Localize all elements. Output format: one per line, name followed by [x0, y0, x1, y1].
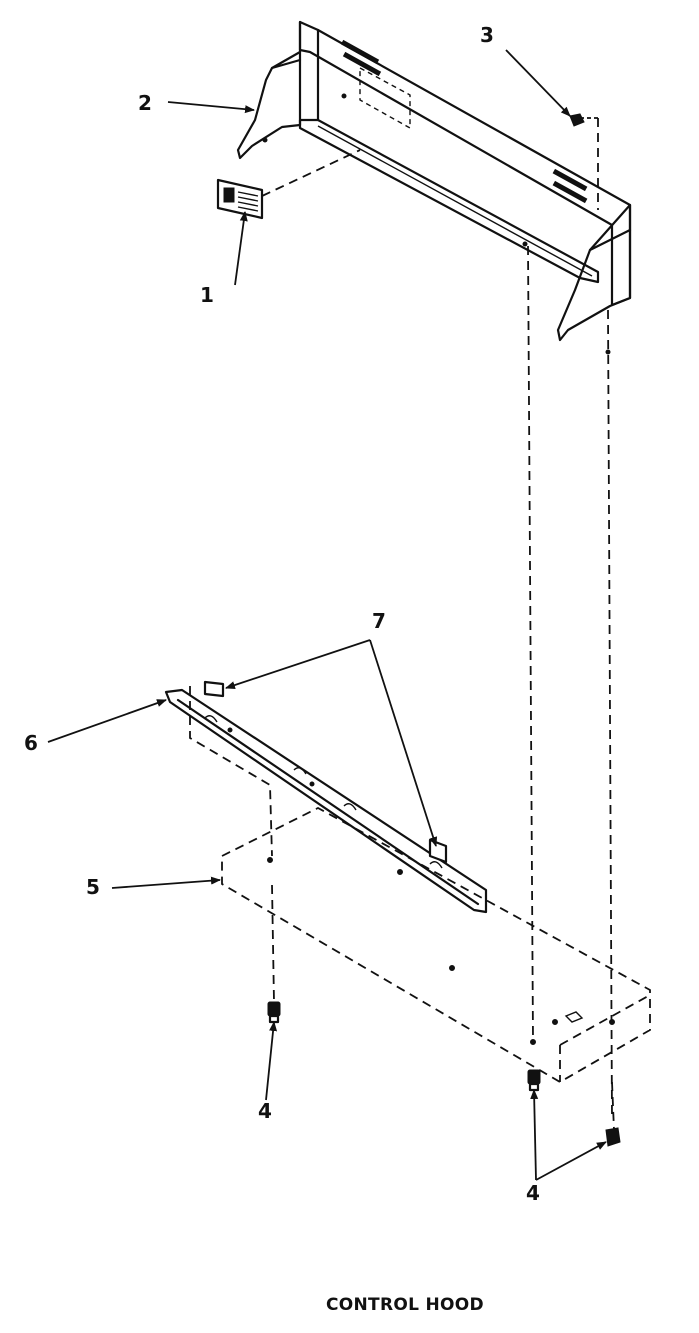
callout-4-right: 4	[526, 1181, 540, 1205]
leader-4b	[530, 1089, 539, 1181]
diagram-caption: CONTROL HOOD	[326, 1295, 484, 1315]
callout-6: 6	[24, 731, 38, 755]
label-part-1	[216, 178, 264, 220]
callout-5: 5	[86, 875, 100, 899]
guide-line-center	[527, 245, 534, 1041]
leader-3	[505, 49, 571, 117]
callout-3: 3	[480, 23, 494, 47]
leader-6	[47, 699, 167, 743]
leader-5	[111, 876, 221, 889]
screw-part-4	[267, 1001, 621, 1147]
screw-part-3	[569, 113, 598, 127]
guide-line-rail	[189, 686, 273, 857]
guide-line-screw-left	[271, 884, 275, 1003]
clip-part-7	[203, 680, 448, 864]
callout-2: 2	[138, 91, 152, 115]
guide-line-screw-right	[611, 1081, 615, 1131]
control-base-part-5	[221, 806, 651, 1084]
guide-line-right	[607, 309, 613, 1121]
leader-2	[167, 101, 255, 114]
leader-4c	[535, 1141, 607, 1181]
leader-7b	[369, 639, 438, 847]
control-hood-part-2	[236, 20, 632, 355]
label-mount-guide	[261, 149, 361, 197]
leader-1	[234, 211, 248, 286]
rail-part-6	[164, 688, 488, 914]
leader-4a	[265, 1021, 278, 1101]
callout-7: 7	[372, 609, 386, 633]
leader-7a	[225, 639, 371, 689]
callout-4-left: 4	[258, 1099, 272, 1123]
callout-1: 1	[200, 283, 214, 307]
